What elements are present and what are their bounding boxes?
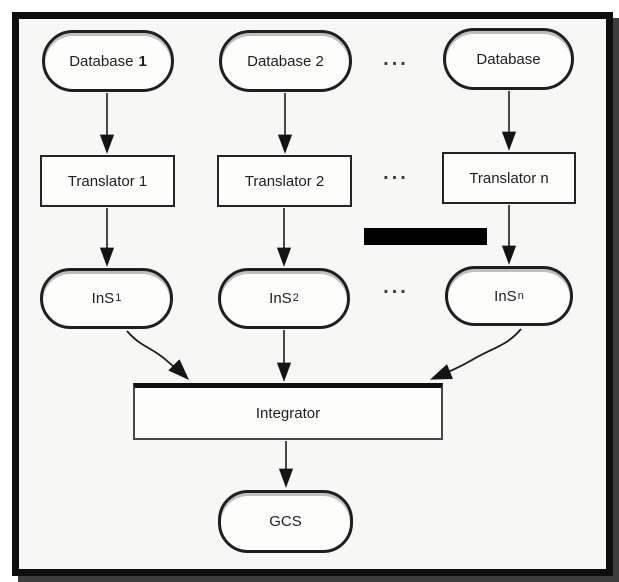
- ellipsis-ins: ...: [383, 276, 409, 298]
- node-translator-1: Translator 1: [40, 155, 175, 207]
- ellipsis-translators: ...: [383, 162, 409, 184]
- node-gcs: GCS: [218, 490, 353, 553]
- node-database-n: Database: [443, 28, 574, 90]
- node-ins-2-label: InS: [269, 290, 292, 307]
- node-ins-n-subscript: n: [517, 289, 524, 302]
- node-database-1-label: Database: [69, 52, 134, 70]
- node-ins-1-subscript: 1: [115, 292, 122, 304]
- node-integrator: Integrator: [133, 383, 443, 440]
- node-translator-n-label: Translator n: [469, 169, 549, 187]
- node-translator-2-label: Translator 2: [244, 172, 325, 190]
- node-database-2: Database 2: [219, 30, 352, 92]
- node-translator-n: Translator n: [442, 152, 576, 204]
- node-integrator-label: Integrator: [255, 404, 321, 422]
- node-ins-1-label: InS: [91, 290, 115, 307]
- node-translator-2: Translator 2: [217, 155, 352, 207]
- node-database-n-label: Database: [476, 50, 541, 68]
- node-ins-2-subscript: 2: [292, 292, 299, 304]
- node-gcs-label: GCS: [269, 513, 302, 530]
- redaction-bar: [364, 228, 487, 245]
- node-database-1-number: 1: [138, 52, 147, 70]
- node-database-2-label: Database 2: [247, 52, 324, 70]
- ellipsis-databases: ...: [383, 48, 409, 70]
- node-translator-1-label: Translator 1: [67, 172, 148, 190]
- node-ins-n-label: InS: [494, 287, 517, 305]
